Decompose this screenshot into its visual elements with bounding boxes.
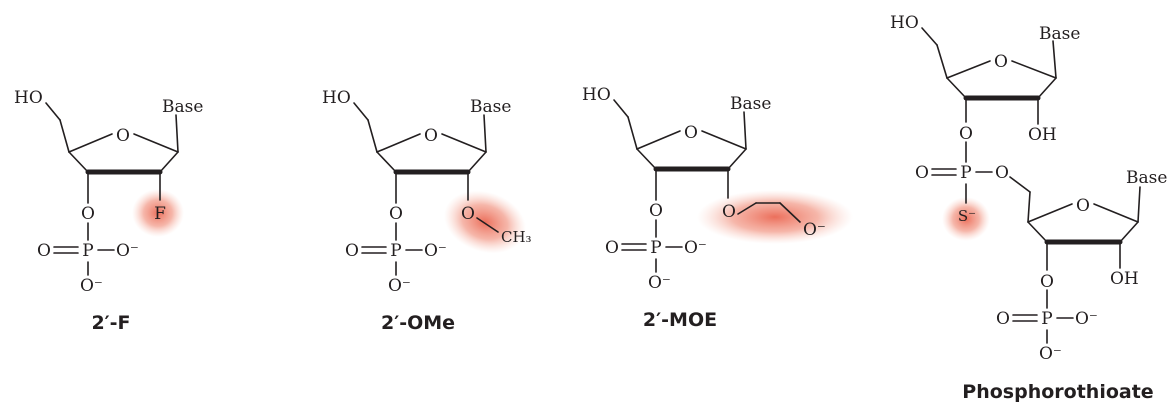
sugar-ring xyxy=(376,133,487,175)
modification-highlight xyxy=(697,190,853,244)
caption-2f: 2′-F xyxy=(91,312,130,334)
methyl-label: CH₃ xyxy=(501,228,532,246)
molecule-phosphorothioate: HO Base O O OH O P O S⁻ Base O O OH O P … xyxy=(890,13,1167,403)
lower-sugar-ring xyxy=(1027,203,1139,245)
oxide-anion-label: O⁻ xyxy=(80,276,103,296)
oxide-anion-label: O⁻ xyxy=(424,241,447,261)
molecule-2ome: HO Base O O CH₃ O O P O⁻ O⁻ 2′-OMe xyxy=(322,88,532,334)
linker-oxygen-label: O xyxy=(959,124,973,144)
sulfur-anion-label: S⁻ xyxy=(958,207,976,225)
base-label: Base xyxy=(1126,168,1167,188)
double-bond-oxygen-label: O xyxy=(996,309,1010,329)
linker-oxygen-label: O xyxy=(995,163,1009,183)
caption-phosphorothioate: Phosphorothioate xyxy=(962,381,1153,403)
phosphorus-label: P xyxy=(1041,309,1052,329)
oxide-anion-label: O⁻ xyxy=(684,238,707,258)
oxide-anion-label: O⁻ xyxy=(1075,309,1098,329)
ring-oxygen-label: O xyxy=(994,52,1008,72)
oxide-anion-label: O⁻ xyxy=(388,276,411,296)
base-label: Base xyxy=(162,97,203,117)
oxide-anion-label: O⁻ xyxy=(803,220,826,240)
linker-oxygen-label: O xyxy=(81,204,95,224)
ho-label: HO xyxy=(14,88,43,108)
modification-highlight xyxy=(132,189,184,237)
linker-oxygen-label: O xyxy=(1040,272,1054,292)
oxide-anion-label: O⁻ xyxy=(648,273,671,293)
ho-label: HO xyxy=(582,85,611,105)
phosphorus-label: P xyxy=(960,163,971,183)
fluorine-label: F xyxy=(154,204,166,224)
molecule-2moe: HO Base O O O⁻ O O P O⁻ O⁻ 2′-MOE xyxy=(582,85,853,331)
base-label: Base xyxy=(1039,24,1080,44)
sugar-ring xyxy=(636,130,747,172)
phosphorus-label: P xyxy=(390,241,401,261)
ring-oxygen-label: O xyxy=(424,126,438,146)
linker-oxygen-label: O xyxy=(389,204,403,224)
double-bond-oxygen-label: O xyxy=(345,241,359,261)
double-bond-oxygen-label: O xyxy=(915,163,929,183)
phosphorus-label: P xyxy=(650,238,661,258)
caption-2moe: 2′-MOE xyxy=(643,309,717,331)
hydroxyl-label: OH xyxy=(1028,125,1057,145)
ring-oxygen-label: O xyxy=(1076,196,1090,216)
ho-label: HO xyxy=(890,13,919,33)
hydroxyl-label: OH xyxy=(1110,269,1139,289)
upper-sugar-ring xyxy=(946,60,1057,101)
ho-label: HO xyxy=(322,88,351,108)
double-bond-oxygen-label: O xyxy=(37,241,51,261)
oxide-anion-label: O⁻ xyxy=(1039,344,1062,364)
base-label: Base xyxy=(470,97,511,117)
caption-2ome: 2′-OMe xyxy=(381,312,455,334)
linker-oxygen-label: O xyxy=(649,201,663,221)
molecule-2f: HO Base O F O O P O⁻ O⁻ 2′-F xyxy=(14,88,203,334)
linker-oxygen-label: O xyxy=(461,204,475,224)
linker-oxygen-label: O xyxy=(722,202,736,222)
base-label: Base xyxy=(730,94,771,114)
oxide-anion-label: O⁻ xyxy=(116,241,139,261)
sugar-ring xyxy=(68,133,179,175)
phosphorus-label: P xyxy=(82,241,93,261)
modification-highlight xyxy=(942,197,990,241)
modification-highlight xyxy=(443,190,527,254)
ring-oxygen-label: O xyxy=(684,123,698,143)
double-bond-oxygen-label: O xyxy=(605,238,619,258)
ring-oxygen-label: O xyxy=(116,126,130,146)
